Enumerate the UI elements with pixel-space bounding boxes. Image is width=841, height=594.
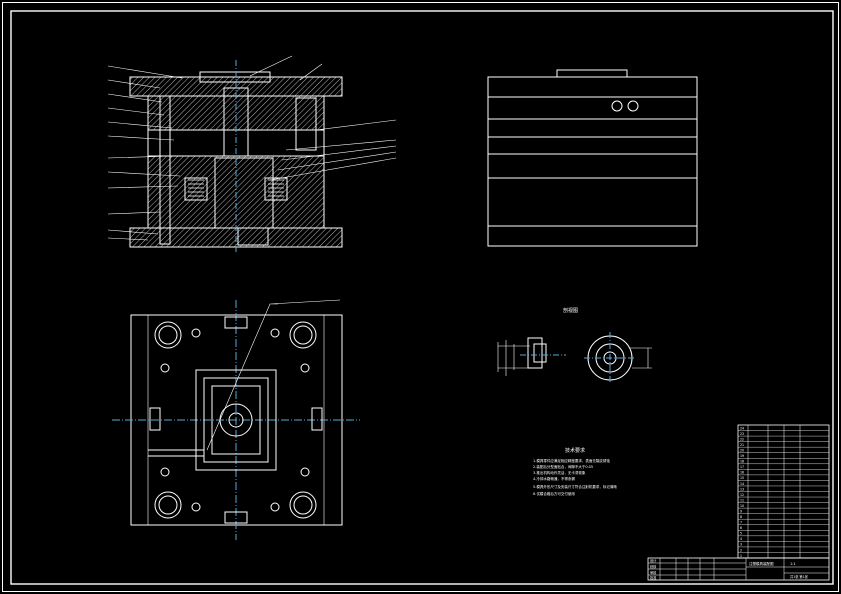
bom-row-number: 24 [740, 426, 744, 430]
bom-row-number: 13 [740, 487, 744, 491]
tech-req-line: 4.冷却水路畅通，不得渗漏 [533, 476, 575, 481]
tech-req-line: 1.模具零件应满足相应精度要求，表面无裂纹锈蚀 [533, 458, 610, 463]
bom-row-number: 21 [740, 443, 744, 447]
tech-req-line: 2.装配后分型面贴合，间隙不大于0.05 [533, 464, 593, 469]
bom-row-number: 8 [740, 515, 742, 519]
bom-row-number: 7 [740, 521, 742, 525]
bom-row-number: 17 [740, 465, 744, 469]
front-section-view [107, 55, 397, 252]
role-label: 设计 [650, 558, 657, 563]
bom-row-number: 16 [740, 471, 744, 475]
bom-row-number: 20 [740, 449, 744, 453]
inner-border [10, 10, 834, 585]
part-detail-views: 剖视图 [497, 307, 652, 384]
drawing-sheet-count: 共1张 第1张 [790, 574, 809, 579]
bom-row-number: 18 [740, 460, 744, 464]
bom-row-number: 6 [740, 526, 742, 530]
bom-row-number: 14 [740, 482, 744, 486]
bom-row-number: 23 [740, 432, 744, 436]
tech-req-line: 5.模具外形尺寸及安装尺寸符合注射机要求，标记清晰 [533, 484, 617, 489]
bom-row-number: 10 [740, 504, 744, 508]
bom-row-number: 11 [740, 498, 744, 502]
plan-view [112, 299, 360, 540]
bom-row-number: 3 [740, 543, 742, 547]
bom-row-lines [738, 430, 829, 559]
title-block: 注塑模具装配图 1:1 共1张 第1张 设计 校核 审核 批准 [647, 557, 830, 581]
tech-req-line: 6.试模合格后方可交付使用 [533, 491, 575, 496]
section-title: 剖视图 [563, 307, 578, 314]
role-label: 批准 [650, 575, 657, 580]
drawing-scale: 1:1 [790, 562, 796, 566]
tech-req-line: 3.推出机构动作灵活，无卡滞现象 [533, 470, 586, 475]
bom-row-number: 9 [740, 509, 742, 513]
bom-row-number: 19 [740, 454, 744, 458]
side-view [487, 69, 698, 247]
drawing-name: 注塑模具装配图 [749, 561, 774, 566]
bom-row-number: 4 [740, 537, 742, 541]
guide-pillar-holes [154, 321, 317, 519]
bom-row-number: 5 [740, 532, 742, 536]
bom-row-number: 2 [740, 548, 742, 552]
screw-holes [160, 328, 310, 512]
tech-req-title: 技术要求 [565, 447, 585, 454]
bom-row-number: 1 [740, 554, 742, 558]
bom-row-number: 22 [740, 437, 744, 441]
bom-row-number: 12 [740, 493, 744, 497]
technical-requirements: 技术要求 1.模具零件应满足相应精度要求，表面无裂纹锈蚀 2.装配后分型面贴合，… [533, 447, 617, 496]
bom-row-number: 15 [740, 476, 744, 480]
role-label: 审核 [650, 570, 657, 575]
role-label: 校核 [650, 564, 657, 569]
